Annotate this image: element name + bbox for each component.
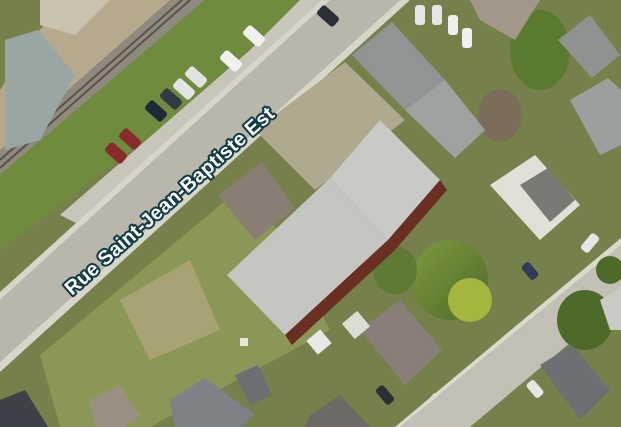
bare-ground: [120, 260, 220, 360]
houses-east: [0, 15, 621, 427]
side-sidewalk: [395, 238, 621, 427]
main-building: [218, 120, 447, 345]
house-roof-left: [5, 30, 75, 150]
trees: [373, 10, 621, 350]
sidewalk-north: [0, 0, 330, 300]
house-roof-top-left: [40, 0, 110, 35]
courtyard: [255, 62, 405, 190]
small-structures: [240, 310, 371, 355]
row-buildings-north: [352, 0, 540, 158]
parked-cars: [105, 5, 600, 411]
